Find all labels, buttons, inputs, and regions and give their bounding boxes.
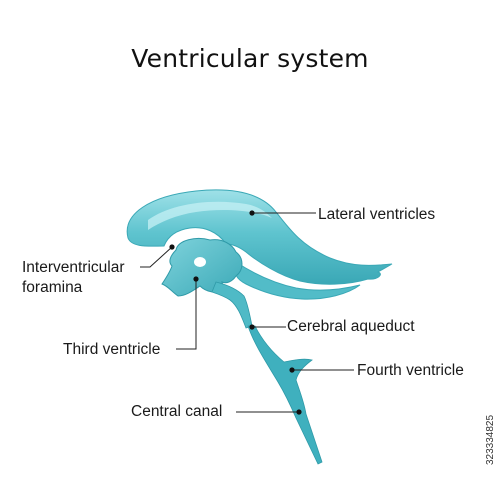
dot-central — [296, 409, 302, 415]
label-central-canal: Central canal — [131, 403, 223, 420]
leader-lines — [140, 212, 354, 413]
label-interventricular-foramina: Interventricular foramina — [22, 258, 125, 298]
dot-fourth — [289, 367, 295, 373]
interthalamic-adhesion-hole — [194, 257, 206, 267]
label-interventricular-line2: foramina — [22, 279, 83, 296]
leader-interventricular — [140, 246, 173, 268]
label-lateral-ventricles: Lateral ventricles — [318, 206, 436, 223]
dot-aqueduct — [249, 324, 255, 330]
label-cerebral-aqueduct: Cerebral aqueduct — [287, 318, 415, 335]
diagram-title: Ventricular system — [131, 44, 369, 73]
label-fourth-ventricle: Fourth ventricle — [357, 362, 464, 379]
stock-id-text: 323334825 — [485, 414, 496, 465]
dot-third — [193, 276, 199, 282]
lateral-ventricle-shape — [126, 189, 393, 285]
leader-third — [176, 279, 197, 350]
dot-interventricular — [169, 244, 175, 250]
label-third-ventricle: Third ventricle — [63, 341, 161, 358]
label-interventricular-line1: Interventricular — [22, 259, 125, 276]
fourth-ventricle-shape — [247, 325, 323, 465]
cerebral-aqueduct-shape — [211, 281, 253, 329]
dot-lateral — [249, 210, 255, 216]
lateral-ventricle-tail — [234, 261, 361, 300]
leader-dots — [169, 210, 302, 415]
lateral-ventricle-highlight — [148, 201, 272, 230]
